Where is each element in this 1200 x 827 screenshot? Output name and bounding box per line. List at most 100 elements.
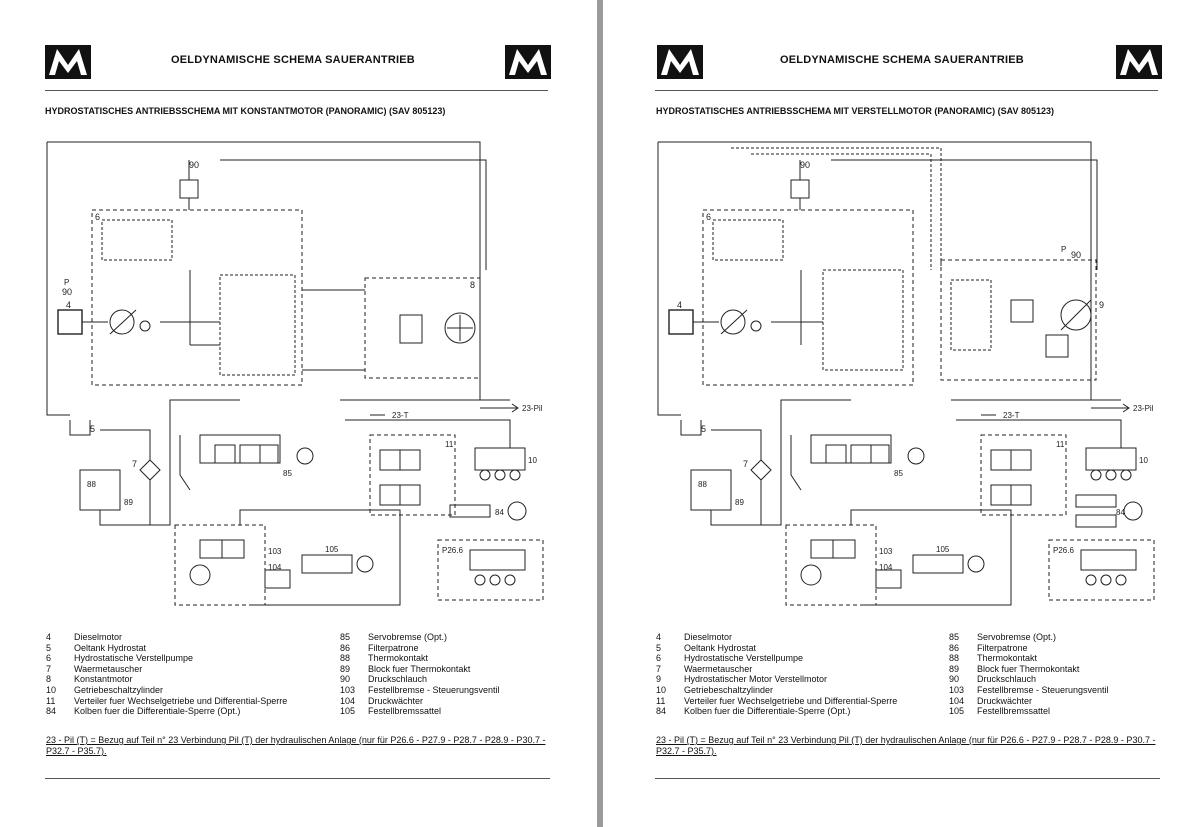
- footer-divider: [655, 778, 1160, 779]
- legend-text: Hydrostatische Verstellpumpe: [684, 653, 804, 664]
- diagram-label-104: 104: [879, 563, 893, 572]
- legend-num: 84: [656, 706, 667, 717]
- legend-text: Oeltank Hydrostat: [684, 642, 757, 653]
- diagram-subtitle: HYDROSTATISCHES ANTRIEBSSCHEMA MIT KONST…: [45, 106, 446, 116]
- legend-num: 6: [46, 653, 52, 664]
- brand-logo: [657, 45, 703, 79]
- legend-text: Filterpatrone: [368, 642, 419, 653]
- legend-text: Thermokontakt: [368, 653, 429, 664]
- legend-text: Hydrostatischer Motor Verstellmotor: [684, 674, 828, 685]
- legend-num: 7: [656, 663, 662, 674]
- legend-text: Druckwächter: [977, 695, 1033, 706]
- legend-text: Filterpatrone: [977, 642, 1028, 653]
- diagram-label-8: 8: [470, 280, 475, 290]
- diagram-subtitle: HYDROSTATISCHES ANTRIEBSSCHEMA MIT VERST…: [656, 106, 1055, 116]
- diagram-label-90: 90: [800, 160, 810, 170]
- diagram-label-23-t: 23-T: [1003, 411, 1020, 420]
- legend-num: 10: [656, 684, 667, 695]
- legend-num: 10: [46, 684, 57, 695]
- legend-text: Thermokontakt: [977, 653, 1038, 664]
- diagram-label-p: P: [1061, 245, 1066, 254]
- diagram-label-89: 89: [735, 498, 744, 507]
- legend-text: Dieselmotor: [74, 632, 123, 642]
- legend-num: 86: [949, 642, 960, 653]
- legend-text: Getriebeschaltzylinder: [684, 684, 774, 695]
- diagram-label-103: 103: [879, 547, 893, 556]
- legend-text: Servobremse (Opt.): [368, 632, 448, 642]
- legend-num: 90: [949, 674, 960, 685]
- legend-num: 6: [656, 653, 662, 664]
- legend-right: 85 Servobremse (Opt.) 86 Filterpatrone 88 T…: [340, 632, 500, 717]
- legend-text: Kolben fuer die Differentiale-Sperre (Op…: [684, 706, 851, 717]
- diagram-label-23-pil: 23-Pil: [522, 404, 543, 413]
- diagram-label-23-t: 23-T: [392, 411, 409, 420]
- header-title: OELDYNAMISCHE SCHEMA SAUERANTRIEB: [171, 54, 415, 66]
- page-left: OELDYNAMISCHE SCHEMA SAUERANTRIEB HYDROS…: [0, 0, 597, 827]
- legend-text: Dieselmotor: [684, 632, 733, 642]
- legend-num: 88: [949, 653, 960, 664]
- diagram-label-85: 85: [283, 469, 292, 478]
- legend-text: Verteiler fuer Wechselgetriebe und Diffe…: [684, 695, 898, 706]
- legend-text: Festellbremse - Steuerungsventil: [977, 684, 1109, 695]
- diagram-label-p266: P26.6: [1053, 546, 1074, 555]
- footnote: 23 - Pil (T) = Bezug auf Teil n° 23 Verb…: [656, 735, 1156, 756]
- hydraulic-schematic: 90 P 90 4 6 5 7 8 88 89 85 11 10 84 103 …: [46, 141, 544, 606]
- brand-logo: [1116, 45, 1162, 79]
- diagram-label-6: 6: [95, 212, 100, 222]
- legend-num: 105: [949, 706, 965, 717]
- legend-text: Konstantmotor: [74, 674, 133, 685]
- diagram-label-103: 103: [268, 547, 282, 556]
- legend-num: 86: [340, 642, 351, 653]
- legend-num: 85: [340, 632, 351, 642]
- legend-text: Druckschlauch: [368, 674, 428, 685]
- diagram-label-p266: P26.6: [442, 546, 463, 555]
- legend-num: 103: [340, 684, 356, 695]
- legend-num: 5: [656, 642, 662, 653]
- legend-num: 4: [46, 632, 52, 642]
- legend-num: 88: [340, 653, 351, 664]
- header-title: OELDYNAMISCHE SCHEMA SAUERANTRIEB: [780, 54, 1024, 66]
- legend-text: Hydrostatische Verstellpumpe: [74, 653, 194, 664]
- diagram-label-85: 85: [894, 469, 903, 478]
- diagram-label-4: 4: [66, 300, 71, 310]
- legend-text: Festellbremse - Steuerungsventil: [368, 684, 500, 695]
- legend-text: Festellbremssattel: [368, 706, 442, 717]
- diagram-label-90b: 90: [1071, 250, 1081, 260]
- legend-text: Waermetauscher: [684, 663, 753, 674]
- diagram-label-5: 5: [90, 424, 95, 434]
- legend-text: Verteiler fuer Wechselgetriebe und Diffe…: [74, 695, 288, 706]
- legend-num: 11: [656, 695, 666, 706]
- diagram-label-88: 88: [698, 480, 707, 489]
- legend-text: Block fuer Thermokontakt: [977, 663, 1080, 674]
- page-right: OELDYNAMISCHE SCHEMA SAUERANTRIEB HYDROS…: [603, 0, 1200, 827]
- header-divider: [45, 90, 548, 91]
- diagram-label-23-pil: 23-Pil: [1133, 404, 1154, 413]
- diagram-label-84: 84: [1116, 508, 1125, 517]
- diagram-label-90: 90: [189, 160, 199, 170]
- brand-logo: [45, 45, 91, 79]
- legend-text: Waermetauscher: [74, 663, 143, 674]
- legend-num: 85: [949, 632, 960, 642]
- legend-num: 84: [46, 706, 57, 717]
- diagram-label-104: 104: [268, 563, 282, 572]
- diagram-label-4: 4: [677, 300, 682, 310]
- legend-num: 5: [46, 642, 52, 653]
- diagram-label-6: 6: [706, 212, 711, 222]
- diagram-label-10: 10: [1139, 456, 1148, 465]
- legend-text: Block fuer Thermokontakt: [368, 663, 471, 674]
- diagram-label-7: 7: [743, 459, 748, 469]
- legend-num: 8: [46, 674, 52, 685]
- brand-logo: [505, 45, 551, 79]
- legend-num: 4: [656, 632, 662, 642]
- footnote: 23 - Pil (T) = Bezug auf Teil n° 23 Verb…: [46, 735, 546, 756]
- legend-right: 85 Servobremse (Opt.) 86 Filterpatrone 88 T…: [949, 632, 1109, 717]
- diagram-label-p: P: [64, 278, 69, 287]
- legend-text: Servobremse (Opt.): [977, 632, 1057, 642]
- diagram-label-9: 9: [1099, 300, 1104, 310]
- diagram-label-89: 89: [124, 498, 133, 507]
- header-divider: [655, 90, 1158, 91]
- legend-num: 90: [340, 674, 351, 685]
- diagram-label-105: 105: [325, 545, 339, 554]
